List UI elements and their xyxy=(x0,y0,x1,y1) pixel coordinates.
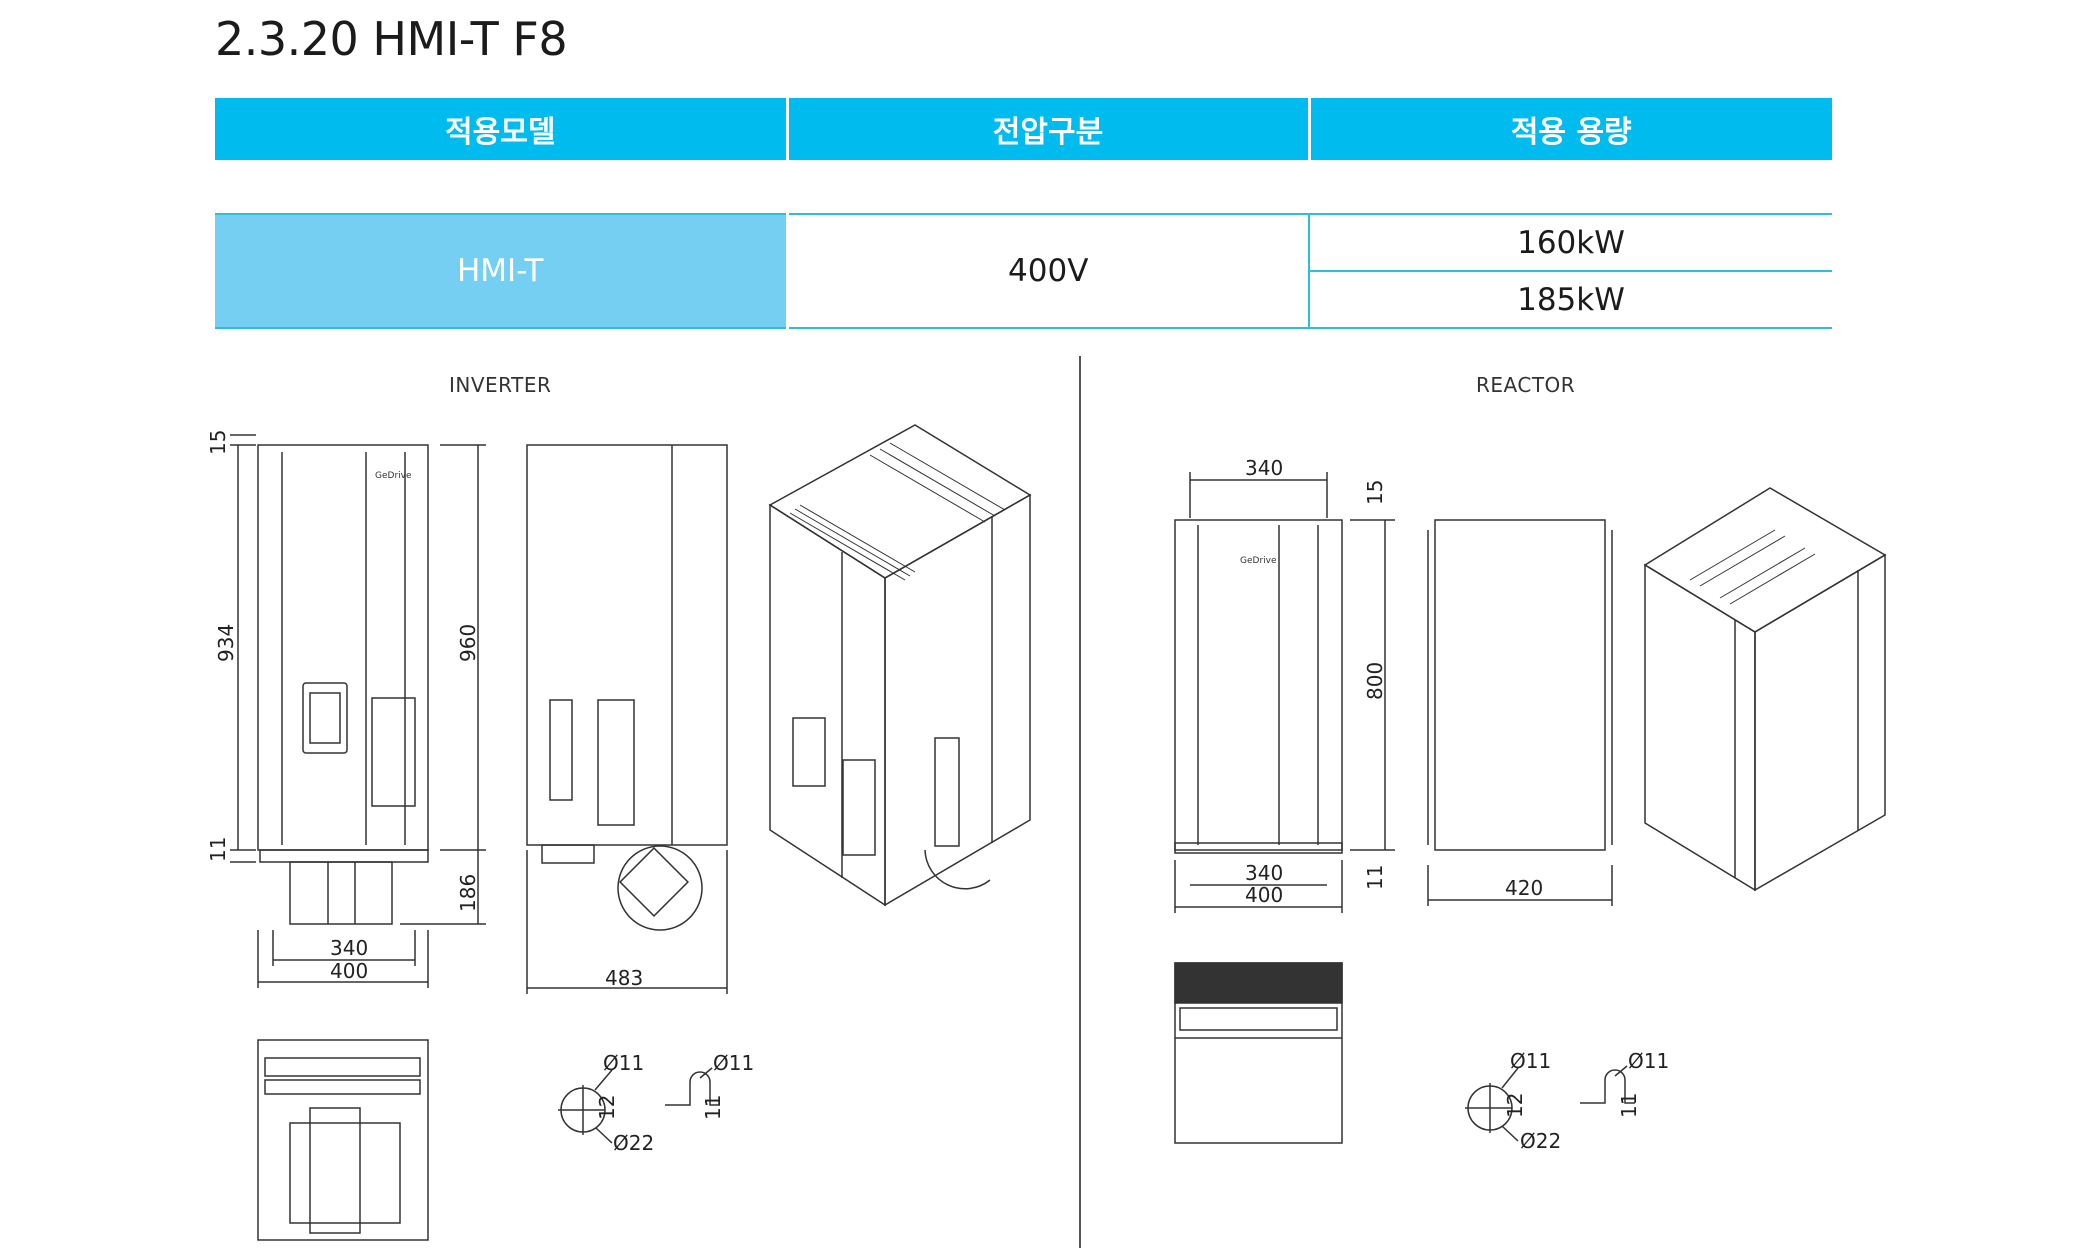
reactor-brand: GeDrive xyxy=(1240,556,1277,566)
cell-model: HMI-T xyxy=(215,214,789,329)
cell-capacity-1: 160kW xyxy=(1309,214,1832,272)
inv-hole-d11-a: Ø11 xyxy=(603,1051,644,1075)
rea-hole-12: 12 xyxy=(1503,1093,1527,1118)
spec-table: 적용모델 전압구분 적용 용량 HMI-T 400V 160kW 185kW xyxy=(215,98,1832,329)
rea-dim-340: 340 xyxy=(1245,861,1283,885)
rea-hole-11: 11 xyxy=(1617,1093,1641,1118)
rea-hole-d11-b: Ø11 xyxy=(1628,1049,1669,1073)
inv-dim-186: 186 xyxy=(456,874,480,912)
inverter-side-view xyxy=(526,444,728,994)
inverter-bottom-view xyxy=(257,1039,429,1241)
header-voltage: 전압구분 xyxy=(787,98,1311,160)
inv-hole-d22: Ø22 xyxy=(613,1131,654,1155)
reactor-hole-details xyxy=(1465,1065,1635,1142)
inverter-front-view xyxy=(230,434,486,988)
inv-dim-bottom: 11 xyxy=(206,837,230,862)
inverter-hole-details xyxy=(558,1067,720,1144)
inv-dim-400: 400 xyxy=(330,959,368,983)
inverter-brand: GeDrive xyxy=(375,471,412,481)
rea-dim-bottom: 11 xyxy=(1363,865,1387,890)
inv-dim-483: 483 xyxy=(605,966,643,990)
rea-hole-d11-a: Ø11 xyxy=(1510,1049,1551,1073)
rea-hole-d22: Ø22 xyxy=(1520,1129,1561,1153)
cell-capacity-2: 185kW xyxy=(1309,271,1832,329)
rea-dim-top: 15 xyxy=(1363,480,1387,505)
reactor-side-view xyxy=(1427,519,1613,906)
rea-dim-800: 800 xyxy=(1363,662,1387,700)
reactor-iso-view xyxy=(1643,487,1887,892)
cell-voltage: 400V xyxy=(787,214,1310,329)
inv-dim-934: 934 xyxy=(214,624,238,662)
rea-dim-400: 400 xyxy=(1245,883,1283,907)
header-capacity: 적용 용량 xyxy=(1309,98,1832,160)
rea-dim-340-top: 340 xyxy=(1245,456,1283,480)
header-model: 적용모델 xyxy=(215,98,789,160)
reactor-front-view xyxy=(1174,472,1395,913)
inv-dim-960: 960 xyxy=(456,624,480,662)
inverter-iso-view xyxy=(768,424,1032,907)
inv-hole-12: 12 xyxy=(595,1095,619,1120)
inv-hole-11: 11 xyxy=(701,1095,725,1120)
reactor-bottom-view xyxy=(1174,962,1343,1144)
inv-dim-340: 340 xyxy=(330,936,368,960)
page-title: 2.3.20 HMI-T F8 xyxy=(215,12,568,66)
inv-dim-top: 15 xyxy=(206,430,230,455)
inverter-label: INVERTER xyxy=(449,373,552,397)
rea-dim-420: 420 xyxy=(1505,876,1543,900)
reactor-label: REACTOR xyxy=(1476,373,1576,397)
inv-hole-d11-b: Ø11 xyxy=(713,1051,754,1075)
